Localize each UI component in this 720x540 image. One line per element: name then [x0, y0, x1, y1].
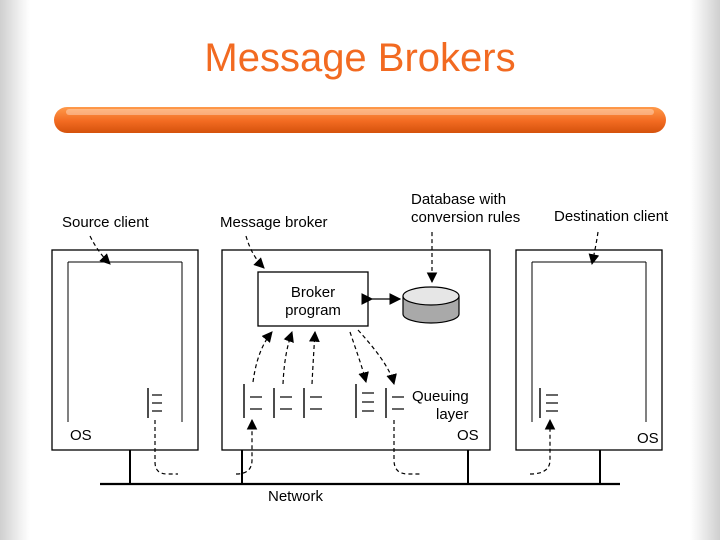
label-os-broker: OS	[457, 427, 479, 444]
label-broker-line1: Broker	[291, 284, 335, 301]
callout-leaders	[89, 231, 600, 284]
slide-title: Message Brokers	[204, 36, 516, 80]
destination-queue	[539, 388, 558, 418]
label-destination-client: Destination client	[554, 208, 669, 225]
broker-host-box	[221, 249, 491, 451]
network-bus	[100, 450, 620, 486]
label-message-broker: Message broker	[220, 214, 328, 231]
label-queuing-line1: Queuing	[412, 388, 469, 405]
broker-program-box	[257, 271, 369, 327]
destination-host-box	[515, 249, 663, 451]
title-underline-bar	[54, 107, 666, 133]
database-icon	[402, 286, 460, 324]
label-broker-line2: program	[285, 302, 341, 319]
right-decor-strip	[690, 0, 720, 540]
label-queuing-line2: layer	[436, 406, 469, 423]
label-source-client: Source client	[62, 214, 150, 231]
message-path	[154, 418, 556, 475]
source-client-host	[51, 249, 199, 451]
figure-backdrop	[36, 176, 690, 524]
source-host-box	[51, 249, 199, 451]
message-broker-host	[221, 249, 491, 451]
label-database-line2: conversion rules	[411, 209, 520, 226]
label-os-destination: OS	[637, 430, 659, 447]
label-os-source: OS	[70, 427, 92, 444]
label-network: Network	[268, 488, 324, 505]
label-database-line1: Database with	[411, 191, 506, 208]
title-bar-sheen	[66, 109, 654, 115]
broker-internal-flows	[252, 329, 397, 386]
broker-queues	[243, 384, 404, 418]
left-decor-strip	[0, 0, 30, 540]
source-queue	[147, 388, 162, 418]
destination-client-host	[515, 249, 663, 451]
